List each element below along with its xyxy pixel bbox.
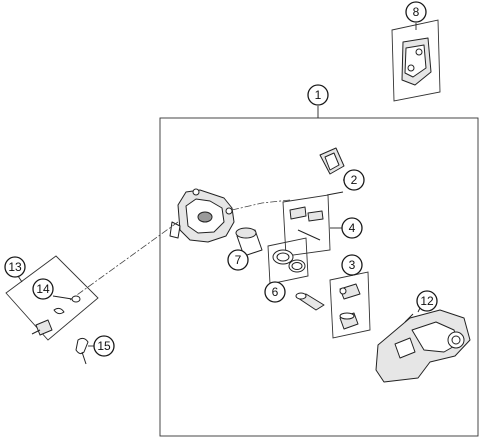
callout-2[interactable]: 2 bbox=[343, 169, 365, 191]
callout-7-circle bbox=[227, 249, 249, 271]
caliper-piston[interactable] bbox=[235, 227, 263, 257]
callout-7-label: 7 bbox=[235, 253, 242, 267]
callout-13-circle bbox=[4, 256, 26, 278]
brake-pad-kit-group[interactable] bbox=[391, 19, 441, 102]
bleed-screw-tip bbox=[31, 329, 41, 335]
bracket-slide-boss bbox=[394, 337, 416, 359]
slide-pin-kit-frame bbox=[329, 271, 371, 339]
slide-pin-boot bbox=[339, 283, 361, 300]
brake-carrier-bracket[interactable] bbox=[375, 307, 471, 383]
callout-4-label: 4 bbox=[349, 221, 356, 235]
callout-15[interactable]: 15 bbox=[93, 335, 115, 357]
callout-6[interactable]: 6 bbox=[264, 281, 286, 303]
dust-cap bbox=[75, 337, 89, 355]
bleed-oring bbox=[53, 307, 65, 315]
main-assembly-frame bbox=[159, 117, 479, 437]
guide-pin-head bbox=[295, 292, 307, 300]
callout-1-label: 1 bbox=[315, 88, 322, 102]
callout-13-label: 13 bbox=[8, 260, 22, 274]
callout-3-circle bbox=[341, 254, 363, 276]
slide-pin-seal-top bbox=[339, 312, 355, 320]
callout-14-label: 14 bbox=[36, 282, 50, 296]
callout-2-label: 2 bbox=[351, 173, 358, 187]
pin-kit-part-b bbox=[307, 210, 324, 222]
leader-13 bbox=[17, 275, 23, 283]
pin-kit-rod bbox=[297, 229, 321, 241]
bracket-mount-hole-inner bbox=[451, 335, 461, 345]
callout-1[interactable]: 1 bbox=[307, 84, 329, 106]
callout-3-label: 3 bbox=[349, 258, 356, 272]
callout-3[interactable]: 3 bbox=[341, 254, 363, 276]
pad-kit-frame bbox=[391, 19, 441, 102]
callout-8-circle bbox=[405, 1, 427, 23]
seal-kit-group[interactable] bbox=[267, 237, 309, 285]
bleed-kit-group[interactable] bbox=[5, 255, 99, 341]
caliper-bleed-screw bbox=[192, 188, 200, 196]
pin-kit-group[interactable] bbox=[282, 194, 342, 257]
callout-8-label: 8 bbox=[413, 5, 420, 19]
pin-kit-part-a bbox=[289, 206, 307, 220]
seal-ring-inner-hole bbox=[291, 262, 303, 270]
callout-4-circle bbox=[341, 217, 363, 239]
callout-7[interactable]: 7 bbox=[227, 249, 249, 271]
slide-pin-kit-group[interactable] bbox=[329, 271, 371, 339]
bracket-stud bbox=[404, 313, 414, 323]
callout-2-circle bbox=[343, 169, 365, 191]
callout-4[interactable]: 4 bbox=[341, 217, 363, 239]
dust-cap-stem bbox=[81, 351, 87, 365]
caliper-bolt-hole bbox=[225, 207, 233, 215]
guide-line-caliper-to-bolt bbox=[69, 221, 179, 301]
callout-14[interactable]: 14 bbox=[32, 278, 54, 300]
callout-15-label: 15 bbox=[97, 339, 111, 353]
pin-kit-frame bbox=[282, 194, 331, 257]
pad-hole-2 bbox=[407, 64, 415, 72]
callout-14-circle bbox=[32, 278, 54, 300]
bleed-screw bbox=[35, 319, 53, 336]
pad-hole bbox=[415, 48, 423, 56]
callout-6-label: 6 bbox=[272, 285, 279, 299]
seal-kit-frame bbox=[267, 237, 309, 285]
callout-8[interactable]: 8 bbox=[405, 1, 427, 23]
slide-pin-boot-cap bbox=[339, 287, 347, 295]
callout-6-circle bbox=[264, 281, 286, 303]
bleed-cap bbox=[71, 295, 81, 303]
callout-12-circle bbox=[416, 290, 438, 312]
callout-1-circle bbox=[307, 84, 329, 106]
guide-pin[interactable] bbox=[295, 292, 325, 311]
callout-12[interactable]: 12 bbox=[416, 290, 438, 312]
caliper-bore bbox=[197, 211, 213, 223]
guide-line-caliper-to-pin bbox=[231, 199, 291, 211]
callout-12-label: 12 bbox=[420, 294, 434, 308]
brake-caliper-body[interactable] bbox=[169, 188, 235, 243]
callout-15-circle bbox=[93, 335, 115, 357]
piston-top bbox=[235, 227, 257, 239]
seal-ring-outer-hole bbox=[276, 252, 290, 262]
bleed-kit-frame bbox=[5, 255, 99, 341]
leader-14 bbox=[52, 295, 73, 300]
pad-spring-inner bbox=[324, 152, 340, 171]
retaining-pin bbox=[326, 191, 344, 196]
callout-13[interactable]: 13 bbox=[4, 256, 26, 278]
dust-cap-part[interactable] bbox=[75, 337, 95, 365]
